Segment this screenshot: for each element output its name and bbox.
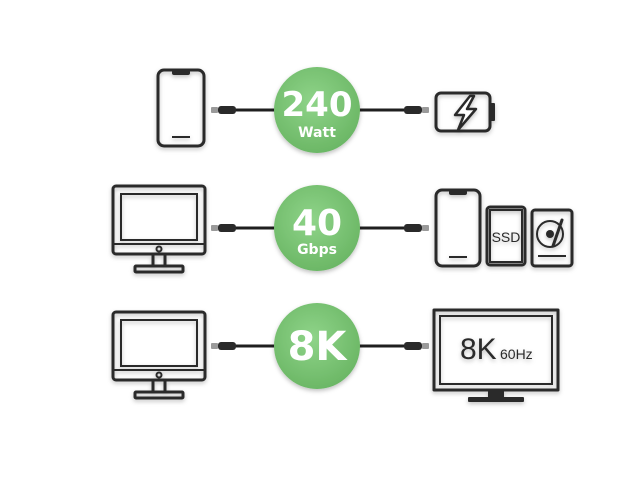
row-video: 8K 60Hz 8K xyxy=(111,303,560,402)
data-badge-value: 40 xyxy=(292,203,342,244)
video-badge-value: 8K xyxy=(288,324,349,370)
row-power: 240 Watt xyxy=(156,67,495,153)
power-badge-value: 240 xyxy=(282,85,353,125)
monitor-icon xyxy=(111,184,207,274)
hard-drive-icon xyxy=(530,208,574,268)
ssd-icon: SSD xyxy=(485,205,527,267)
display-refresh-rate: 60Hz xyxy=(500,346,533,362)
row-data: SSD 40 Gbps xyxy=(111,184,574,274)
data-badge-unit: Gbps xyxy=(297,242,337,258)
smartphone-icon xyxy=(434,188,482,268)
monitor-icon xyxy=(111,310,207,400)
smartphone-icon xyxy=(156,68,206,148)
video-badge: 8K xyxy=(274,303,360,389)
ssd-label: SSD xyxy=(492,229,521,245)
data-badge: 40 Gbps xyxy=(274,185,360,271)
display-resolution: 8K xyxy=(460,333,497,366)
tv-display-icon: 8K 60Hz xyxy=(432,308,560,402)
power-badge-unit: Watt xyxy=(298,125,336,141)
battery-charging-icon xyxy=(434,91,495,133)
power-badge: 240 Watt xyxy=(274,67,360,153)
